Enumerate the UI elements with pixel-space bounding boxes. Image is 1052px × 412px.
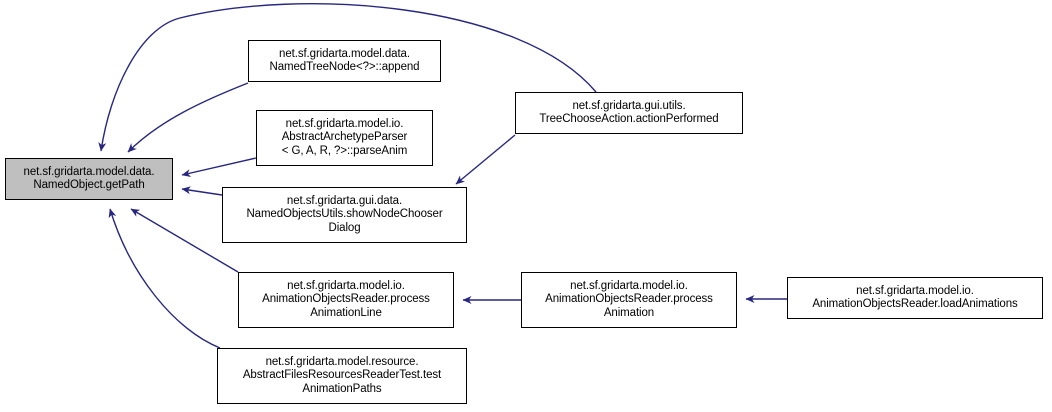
node-processAnimationLine[interactable]: net.sf.gridarta.model.io. AnimationObjec… [238,272,454,328]
node-getPath[interactable]: net.sf.gridarta.model.data. NamedObject.… [5,158,173,200]
node-label: net.sf.gridarta.model.io. AnimationObjec… [262,279,430,319]
node-testAnimationPaths[interactable]: net.sf.gridarta.model.resource. Abstract… [217,348,467,404]
node-label: net.sf.gridarta.model.io. AnimationObjec… [545,279,713,319]
edge-showNodeChooserDialog-to-getPath [181,186,223,196]
node-loadAnimations[interactable]: net.sf.gridarta.model.io. AnimationObjec… [787,277,1043,319]
edge-testAnimationPaths-to-getPath [108,208,221,349]
node-label: net.sf.gridarta.gui.data. NamedObjectsUt… [246,194,443,234]
node-label: net.sf.gridarta.model.data. NamedObject.… [23,165,155,192]
node-actionPerformed[interactable]: net.sf.gridarta.gui.utils. TreeChooseAct… [515,92,743,134]
node-label: net.sf.gridarta.model.data. NamedTreeNod… [269,47,420,74]
node-processAnimation[interactable]: net.sf.gridarta.model.io. AnimationObjec… [521,272,737,328]
node-label: net.sf.gridarta.model.resource. Abstract… [242,355,442,395]
node-append[interactable]: net.sf.gridarta.model.data. NamedTreeNod… [248,40,441,82]
edge-parseAnim-to-getPath [181,157,257,177]
node-label: net.sf.gridarta.model.io. AbstractArchet… [281,117,408,157]
node-showNodeChooserDialog[interactable]: net.sf.gridarta.gui.data. NamedObjectsUt… [222,187,467,243]
node-label: net.sf.gridarta.gui.utils. TreeChooseAct… [539,99,719,126]
edge-actionPerformed-to-showNodeChooserDialog [455,134,516,185]
node-label: net.sf.gridarta.model.io. AnimationObjec… [812,284,1018,311]
edge-append-to-getPath [127,82,249,153]
node-parseAnim[interactable]: net.sf.gridarta.model.io. AbstractArchet… [256,110,433,166]
